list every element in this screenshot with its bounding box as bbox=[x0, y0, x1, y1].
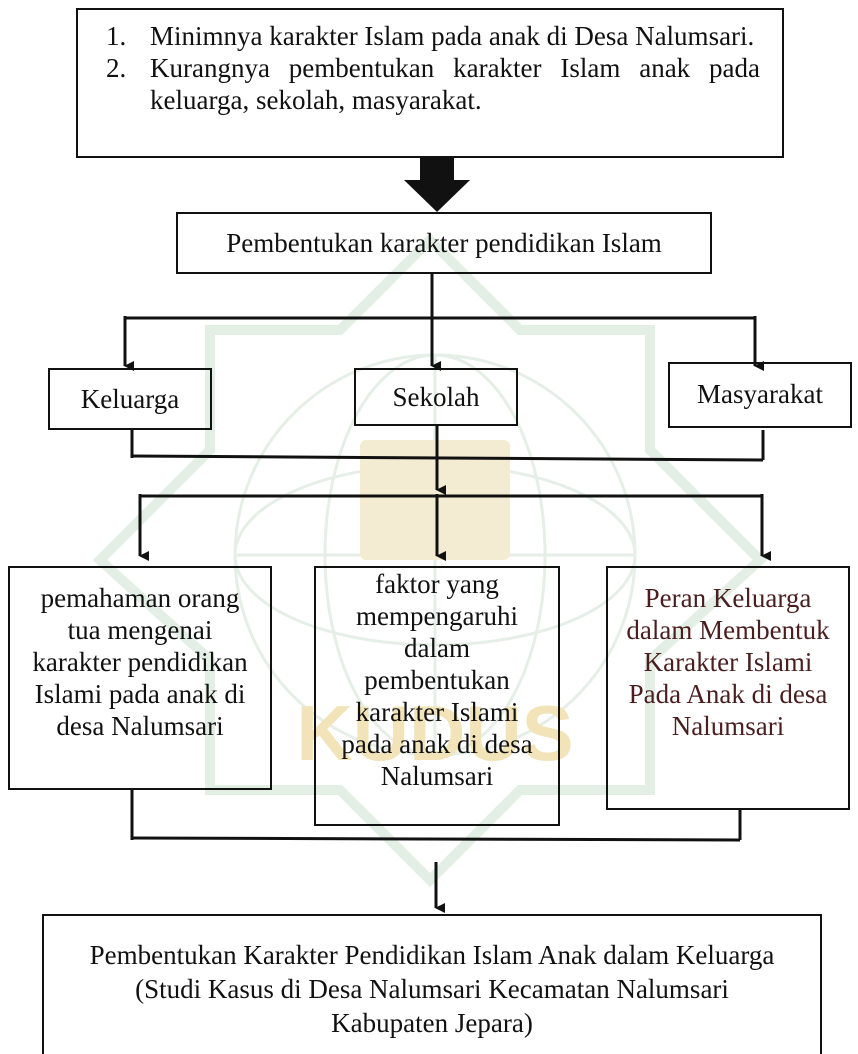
focus-right-box: Peran Keluarga dalam Membentuk Karakter … bbox=[606, 566, 850, 810]
branch-keluarga-box: Keluarga bbox=[48, 368, 212, 430]
focus-middle-text: faktor yang mempengaruhi dalam pembentuk… bbox=[341, 569, 533, 791]
problems-box: 1. Minimnya karakter Islam pada anak di … bbox=[76, 8, 784, 158]
problem-number: 2. bbox=[106, 53, 127, 83]
branch-keluarga-label: Keluarga bbox=[80, 384, 180, 414]
problem-item: 1. Minimnya karakter Islam pada anak di … bbox=[106, 20, 760, 52]
conclusion-box: Pembentukan Karakter Pendidikan Islam An… bbox=[42, 914, 822, 1054]
main-title: Pembentukan karakter pendidikan Islam bbox=[226, 228, 662, 258]
problems-list: 1. Minimnya karakter Islam pada anak di … bbox=[106, 20, 760, 116]
problem-item: 2. Kurangnya pembentukan karakter Islam … bbox=[106, 52, 760, 116]
problem-text: Kurangnya pembentukan karakter Islam ana… bbox=[150, 53, 760, 115]
conclusion-text: Pembentukan Karakter Pendidikan Islam An… bbox=[89, 940, 775, 1038]
big-down-arrow-icon bbox=[404, 158, 470, 212]
main-title-box: Pembentukan karakter pendidikan Islam bbox=[176, 212, 712, 274]
focus-middle-box: faktor yang mempengaruhi dalam pembentuk… bbox=[314, 566, 560, 826]
branch-masyarakat-box: Masyarakat bbox=[668, 362, 852, 428]
watermark-text: KUDUS bbox=[296, 689, 573, 777]
merge-bar bbox=[131, 454, 764, 462]
bottom-merge-bar bbox=[131, 836, 741, 842]
focus-left-box: pemahaman orang tua mengenai karakter pe… bbox=[8, 566, 272, 790]
focus-right-text: Peran Keluarga dalam Membentuk Karakter … bbox=[626, 583, 830, 741]
branch-sekolah-label: Sekolah bbox=[392, 382, 480, 412]
focus-left-text: pemahaman orang tua mengenai karakter pe… bbox=[32, 583, 248, 741]
problem-text: Minimnya karakter Islam pada anak di Des… bbox=[150, 21, 755, 51]
branch-sekolah-box: Sekolah bbox=[354, 368, 518, 426]
branch-masyarakat-label: Masyarakat bbox=[697, 379, 823, 409]
watermark-tower-icon bbox=[360, 440, 510, 560]
problem-number: 1. bbox=[106, 21, 127, 51]
